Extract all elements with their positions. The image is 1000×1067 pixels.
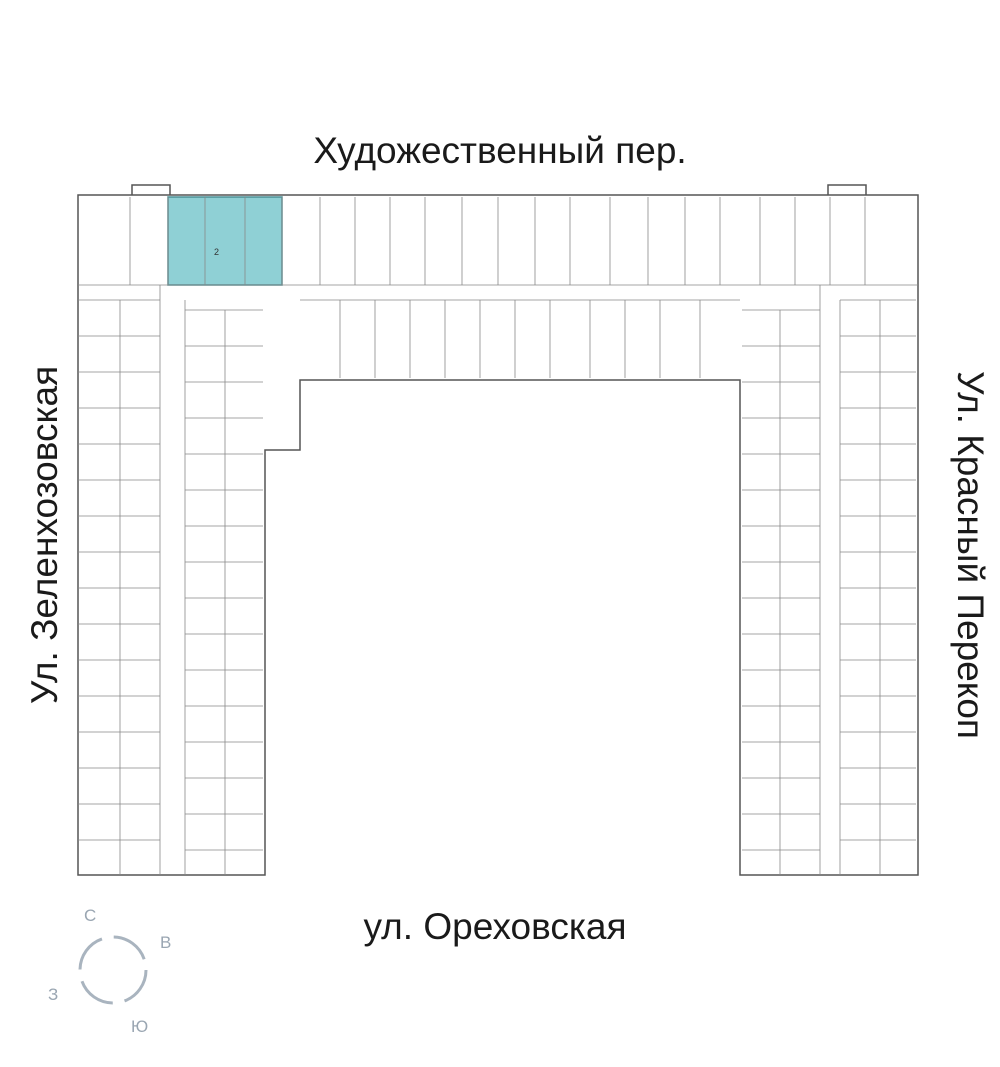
building-outline <box>77 194 919 876</box>
compass-west: З <box>48 985 59 1004</box>
street-label-north: Художественный пер. <box>313 130 687 171</box>
street-label-south: ул. Ореховская <box>363 906 627 947</box>
compass-east: В <box>160 933 172 952</box>
compass-north: С <box>84 906 97 925</box>
selected-apartment-rooms: 2 <box>214 247 219 257</box>
compass-icon <box>78 935 148 1005</box>
compass-south: Ю <box>131 1017 149 1036</box>
selected-apartment[interactable] <box>167 196 283 286</box>
